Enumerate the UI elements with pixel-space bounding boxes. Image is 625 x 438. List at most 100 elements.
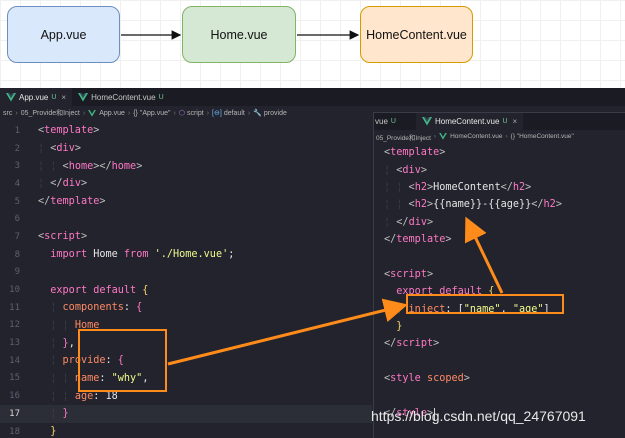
breadcrumb-item[interactable]: App.vue — [99, 109, 125, 117]
code-token: h2 — [512, 181, 526, 193]
code-token: script — [390, 268, 427, 280]
breadcrumb-item[interactable]: script — [186, 109, 204, 117]
code-line: export default { — [396, 286, 495, 298]
breadcrumb-item[interactable]: {} "App.vue" — [133, 109, 171, 117]
code-token: h2 — [543, 199, 556, 211]
breadcrumb-item[interactable]: provide — [263, 109, 287, 117]
node-label: App.vue — [40, 27, 87, 42]
code-line: 3¦ ¦ <home></home> — [0, 157, 372, 175]
code-line: ¦ <div> — [384, 164, 427, 176]
homecontent-vue-code[interactable]: <template> ¦ <div> ¦ ¦ <h2>HomeContent</… — [384, 144, 562, 422]
line-number: 17 — [9, 408, 20, 419]
code-line: ¦ ¦ <h2>{{name}}-{{age}}</h2> — [384, 199, 562, 211]
code-token: "why" — [111, 372, 143, 384]
code-line: 8 import Home from './Home.vue'; — [0, 246, 372, 264]
close-icon[interactable]: × — [61, 92, 67, 102]
pane-tab-bar: vue U HomeContent.vue U × — [374, 113, 625, 131]
diagram-arrows — [121, 30, 360, 40]
node-label: HomeContent.vue — [366, 27, 467, 42]
breadcrumb-item[interactable]: 05_Provide和Inject — [376, 134, 431, 142]
code-token: style — [390, 373, 421, 385]
untracked-badge: U — [390, 118, 396, 125]
line-number: 5 — [14, 196, 20, 207]
line-number: 2 — [14, 143, 20, 154]
tab-homecontent-vue[interactable]: HomeContent.vue U — [72, 88, 170, 106]
breadcrumb-item[interactable]: src — [3, 109, 13, 117]
untracked-badge: U — [158, 93, 164, 101]
line-number: 9 — [14, 267, 20, 278]
line-number: 6 — [14, 214, 20, 225]
code-line: 11 ¦ components: { — [0, 299, 372, 317]
code-token: home — [111, 160, 137, 172]
code-token: Home — [93, 249, 118, 261]
code-line: <template> — [384, 147, 446, 159]
line-number: 1 — [14, 125, 20, 136]
code-line: 18 } — [0, 423, 372, 438]
code-token: home — [68, 160, 94, 172]
vue-icon — [88, 109, 97, 117]
breadcrumb-item[interactable]: {} "HomeContent.vue" — [510, 133, 574, 140]
code-token: default — [439, 286, 483, 298]
code-line: </script> — [384, 338, 440, 350]
code-line: ¦ inject: ["name", "age"] — [384, 303, 550, 315]
vue-icon — [78, 92, 89, 101]
code-token: './Home.vue' — [154, 249, 229, 261]
line-number: 14 — [9, 355, 20, 366]
code-token: provide — [62, 355, 106, 367]
code-token: scoped — [426, 373, 464, 385]
tab-label: App.vue — [19, 92, 49, 102]
line-number: 8 — [14, 249, 20, 260]
code-line: <script> — [384, 268, 434, 280]
code-line: 5</template> — [0, 193, 372, 211]
vue-icon — [6, 92, 16, 101]
pane-breadcrumb: 05_Provide和Inject› HomeContent.vue› {} "… — [376, 133, 574, 142]
code-line: </template> — [384, 234, 452, 246]
code-token: 18 — [105, 390, 118, 402]
code-token: div — [402, 164, 421, 176]
code-token: from — [123, 249, 149, 261]
wrench-icon: 🔧 — [253, 110, 262, 117]
code-token: "age" — [512, 303, 544, 315]
tab-partial-vue[interactable]: vue U — [374, 113, 402, 131]
tab-label: vue — [375, 117, 388, 126]
line-number: 13 — [9, 338, 20, 349]
code-line: 10 export default { — [0, 281, 372, 299]
line-number: 4 — [14, 178, 20, 189]
untracked-badge: U — [502, 118, 508, 125]
component-diagram: App.vue Home.vue HomeContent.vue — [0, 0, 625, 92]
code-line: 14 ¦ provide: { — [0, 352, 372, 370]
code-token: h2 — [414, 199, 427, 211]
code-token: Home — [74, 319, 100, 331]
close-icon[interactable]: × — [512, 117, 518, 126]
app-vue-code[interactable]: 1<template> 2¦ <div> 3¦ ¦ <home></home> … — [0, 122, 372, 438]
code-line-current: 17 ¦ } — [0, 405, 372, 423]
code-token: h2 — [414, 181, 427, 193]
code-line: ¦ ¦ <h2>HomeContent</h2> — [384, 181, 532, 193]
vue-icon — [421, 117, 432, 126]
code-token: export — [50, 284, 88, 296]
breadcrumb-item[interactable]: HomeContent.vue — [450, 133, 503, 140]
code-line — [384, 353, 562, 370]
code-line: ¦ </div> — [384, 216, 434, 228]
code-token: name — [74, 372, 100, 384]
breadcrumb-item[interactable]: default — [223, 109, 245, 117]
editor-tab-bar: App.vue U × HomeContent.vue U — [0, 88, 625, 106]
tab-app-vue[interactable]: App.vue U × — [0, 88, 73, 106]
code-token: inject — [408, 303, 446, 315]
tab-label: HomeContent.vue — [91, 92, 156, 102]
code-line: 1<template> — [0, 122, 372, 140]
vue-icon — [439, 133, 447, 140]
code-line: 13 ¦ }, — [0, 334, 372, 352]
breadcrumb-item[interactable]: 05_Provide和Inject — [20, 110, 80, 117]
line-number: 11 — [9, 302, 20, 313]
code-line: 4¦ </div> — [0, 175, 372, 193]
line-number: 3 — [14, 161, 20, 172]
code-line: 16 ¦ ¦ age: 18 — [0, 387, 372, 405]
code-token: div — [56, 143, 75, 155]
tab-homecontent-vue[interactable]: HomeContent.vue U × — [415, 113, 524, 131]
code-line: 7<script> — [0, 228, 372, 246]
line-number: 10 — [9, 285, 20, 296]
code-line: </style> — [384, 407, 436, 420]
code-line: 6 — [0, 210, 372, 228]
code-token: template — [44, 125, 94, 137]
